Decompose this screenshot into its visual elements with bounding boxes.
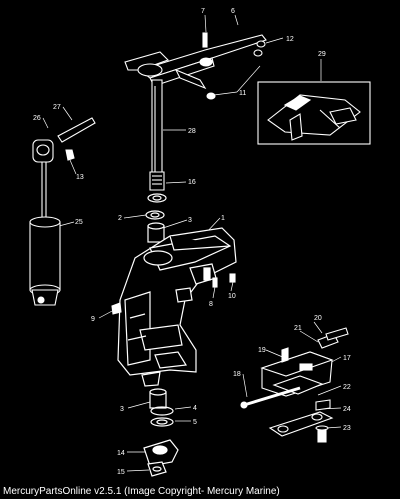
callout-27: 27 [53,104,61,111]
callout-29: 29 [318,51,326,58]
callout-3-upper: 3 [188,217,192,224]
callout-3-lower: 3 [120,406,124,413]
washer-4 [150,406,174,416]
callout-labels: 7 6 12 11 29 27 26 28 13 16 2 3 1 25 8 1… [33,8,351,476]
callout-15: 15 [117,469,125,476]
copyright-footer: MercuryPartsOnline v2.5.1 (Image Copyrig… [3,486,280,497]
nut-15 [147,461,167,477]
callout-12: 12 [286,36,294,43]
callout-18: 18 [233,371,241,378]
callout-9: 6 [231,8,235,15]
callout-10: 7 [201,8,205,15]
washer-2 [145,210,165,220]
steering-shaft [149,79,165,191]
callout-1: 1 [221,215,225,222]
callout-13: 13 [76,174,84,181]
callout-21: 21 [294,325,302,332]
callout-22: 22 [343,384,351,391]
callout-2: 2 [118,215,122,222]
callout-7: 9 [91,316,95,323]
callout-4: 4 [193,405,197,412]
callout-11: 11 [239,90,246,97]
bushing-upper [147,222,165,243]
callout-14: 14 [117,450,125,457]
bushing-lower [149,388,167,409]
callout-28: 28 [188,128,196,135]
small-fasteners [111,273,236,315]
inset-detail-29 [257,81,371,145]
callout-6: 8 [209,301,213,308]
callout-5: 5 [193,419,197,426]
callout-25: 25 [75,219,83,226]
callout-19: 19 [258,347,266,354]
lower-yoke [143,439,179,467]
tilt-lock-assembly [240,327,349,443]
callout-26: 26 [33,115,41,122]
callout-23: 23 [343,425,351,432]
callout-17: 17 [343,355,351,362]
washer-5 [150,417,174,427]
washer-16 [147,193,167,203]
tilt-cylinder [29,117,96,306]
callout-24: 24 [343,406,351,413]
callout-8: 10 [228,293,236,300]
callout-16: 16 [188,179,196,186]
callout-20: 20 [314,315,322,322]
swivel-bracket [117,227,237,387]
